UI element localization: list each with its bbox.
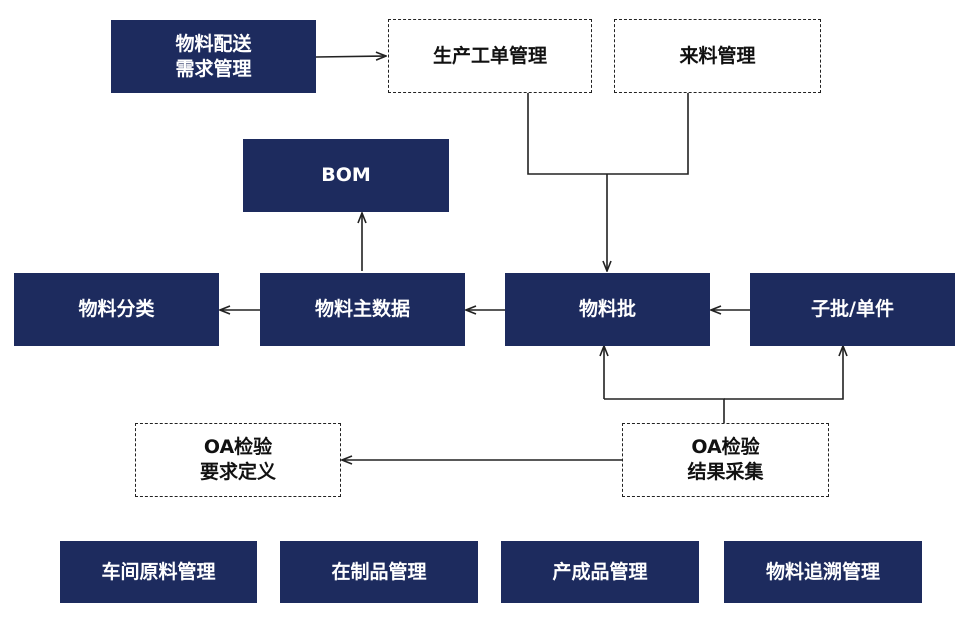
node-bom: BOM xyxy=(243,139,449,212)
node-material-traceability-mgmt: 物料追溯管理 xyxy=(724,541,922,603)
node-production-order-mgmt: 生产工单管理 xyxy=(388,19,592,93)
arrow-oa-result-to-sub-batch xyxy=(724,346,843,400)
line-production-order-down xyxy=(527,92,689,175)
line-oa-result-split xyxy=(604,398,725,423)
node-finished-product-mgmt: 产成品管理 xyxy=(501,541,699,603)
node-material-classification: 物料分类 xyxy=(14,273,219,346)
node-material-master-data: 物料主数据 xyxy=(260,273,465,346)
node-material-delivery-demand: 物料配送 需求管理 xyxy=(111,20,316,93)
node-incoming-material-mgmt: 来料管理 xyxy=(614,19,821,93)
node-material-batch: 物料批 xyxy=(505,273,710,346)
node-workshop-raw-material-mgmt: 车间原料管理 xyxy=(60,541,257,603)
node-oa-inspection-result-collection: OA检验 结果采集 xyxy=(622,423,829,497)
node-sub-batch-single-piece: 子批/单件 xyxy=(750,273,955,346)
arrow-demand-to-production-order xyxy=(315,56,386,57)
node-oa-inspection-requirement-def: OA检验 要求定义 xyxy=(135,423,341,497)
node-wip-mgmt: 在制品管理 xyxy=(280,541,478,603)
